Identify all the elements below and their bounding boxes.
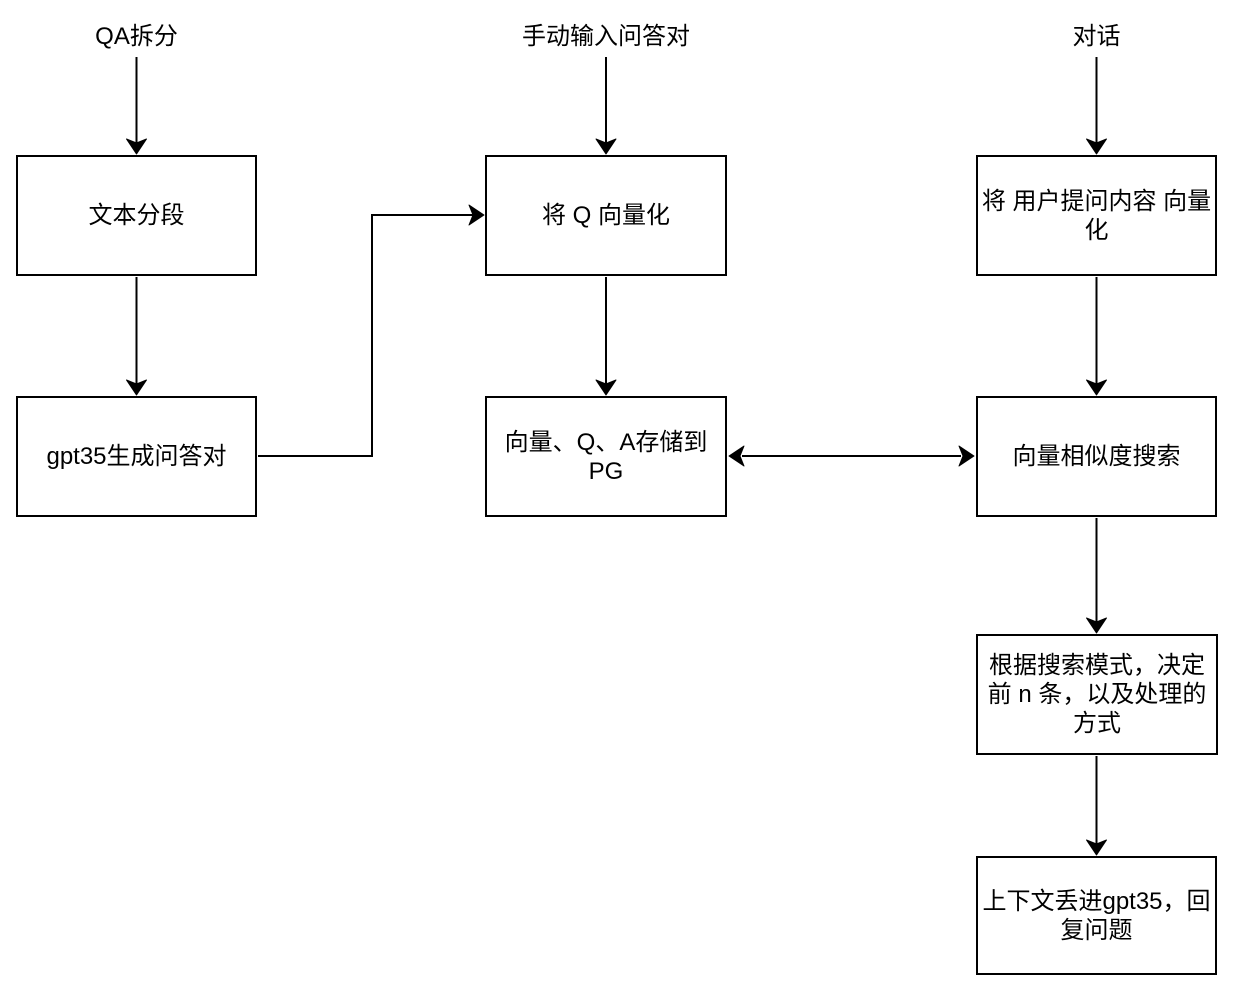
- node-vector-similarity-search: 向量相似度搜索: [976, 396, 1217, 517]
- edge-qa-split-to-text-segmentation: [126, 57, 147, 155]
- node-vectorize-q: 将 Q 向量化: [485, 155, 727, 276]
- edge-gpt35-generate-to-vectorize-q: [258, 204, 485, 457]
- node-gpt35-reply: 上下文丢进gpt35，回 复问题: [976, 856, 1217, 975]
- node-store-to-pg: 向量、Q、A存储到 PG: [485, 396, 727, 517]
- edge-vectorize-q-to-store-pg: [595, 277, 617, 396]
- node-gpt35-generate-qa: gpt35生成问答对: [16, 396, 257, 517]
- edge-chat-to-vectorize-user-question: [1086, 57, 1107, 155]
- node-vectorize-user-question: 将 用户提问内容 向量 化: [976, 155, 1217, 276]
- edge-vectorize-user-question-to-vector-search: [1086, 277, 1107, 396]
- edge-vector-search-to-search-mode: [1086, 518, 1107, 634]
- edge-store-pg-vector-search-bidirectional: [728, 445, 975, 467]
- edge-search-mode-to-gpt35-reply: [1086, 756, 1107, 856]
- edge-text-segmentation-to-gpt35-generate: [126, 277, 147, 396]
- entry-label-manual-qa: 手动输入问答对: [522, 23, 690, 50]
- edge-manual-qa-to-vectorize-q: [595, 57, 617, 155]
- entry-label-chat: 对话: [1072, 23, 1121, 50]
- entry-label-qa-split: QA拆分: [95, 23, 178, 50]
- node-text-segmentation: 文本分段: [16, 155, 257, 276]
- node-search-mode-decision: 根据搜索模式，决定 前 n 条，以及处理的 方式: [976, 634, 1218, 755]
